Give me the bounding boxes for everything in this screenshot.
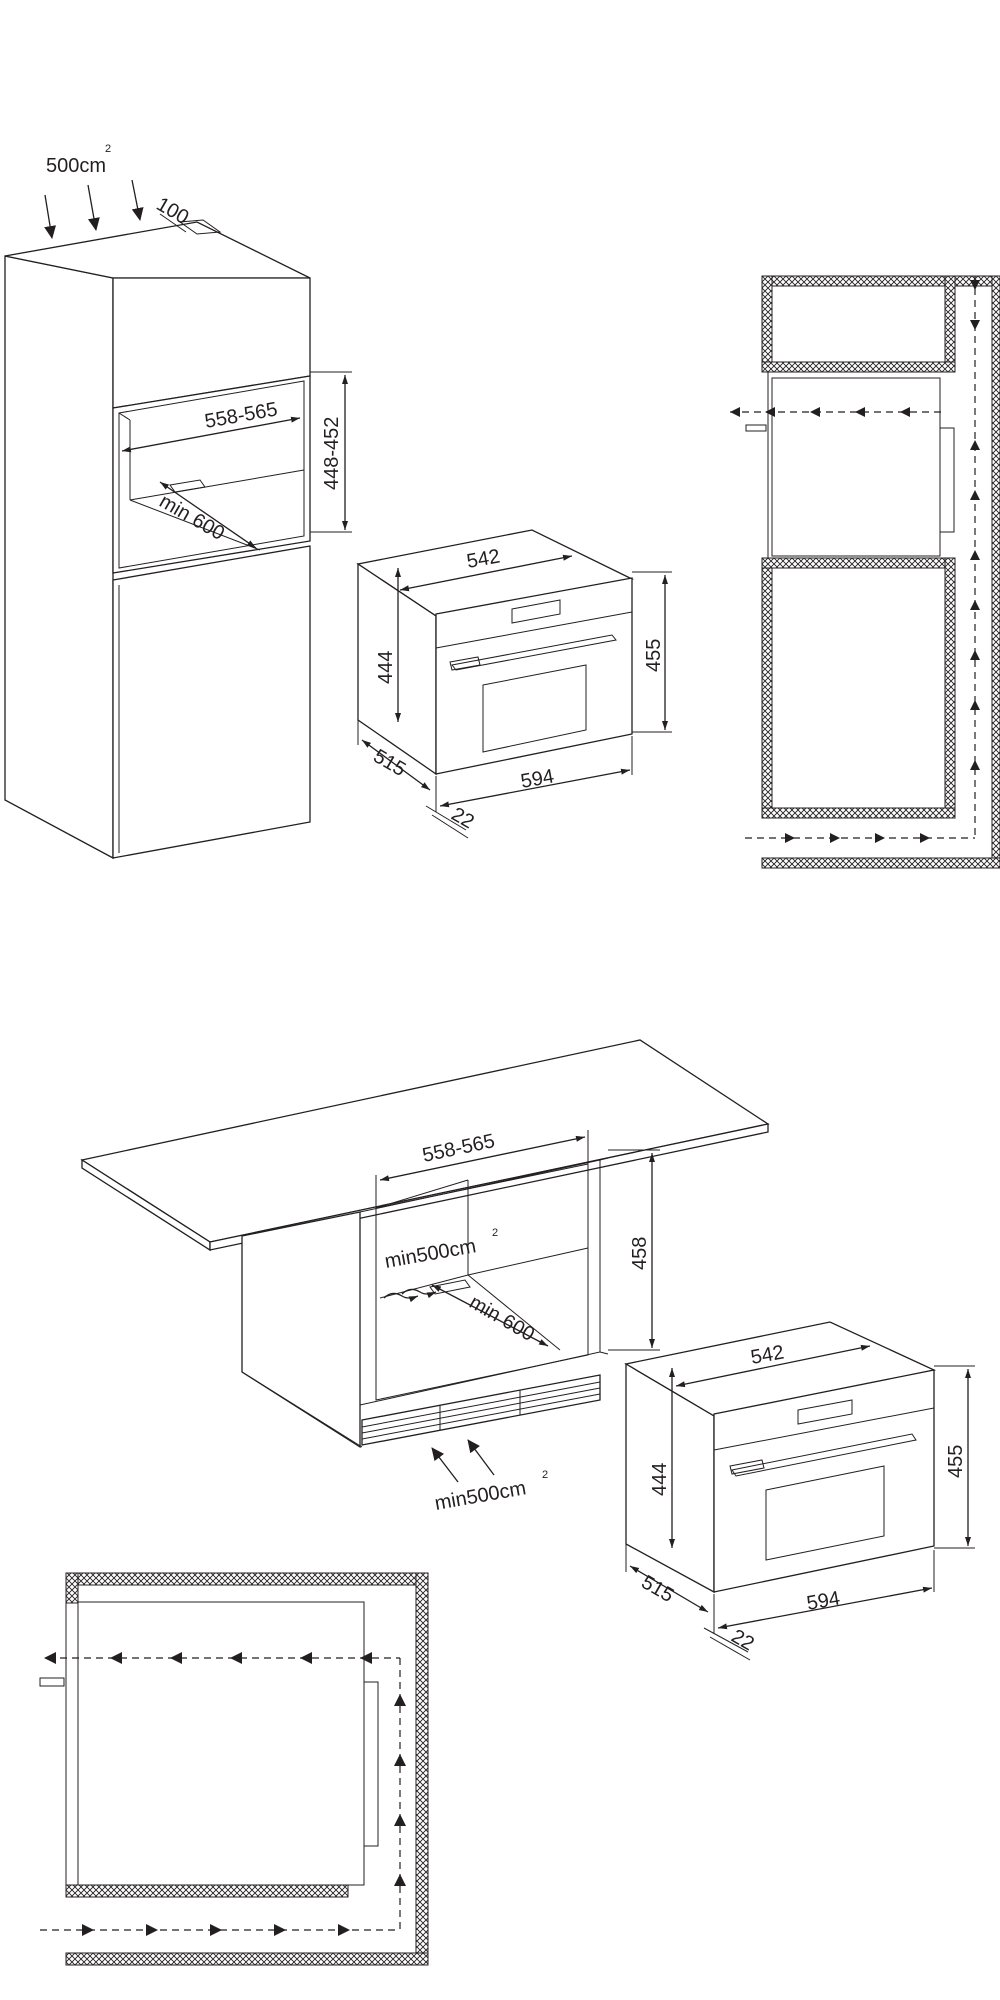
undercounter-niche-width-dimension bbox=[375, 1130, 589, 1208]
undercounter-top-vent-arrows bbox=[383, 1288, 437, 1303]
tall-section-view bbox=[730, 275, 1000, 869]
gap-dimension bbox=[159, 213, 187, 233]
vent-area-label: 500cm bbox=[46, 155, 106, 177]
undercounter-bottom-vent-arrows bbox=[431, 1439, 495, 1483]
oven-upper-front-thickness-dimension bbox=[425, 805, 469, 839]
oven-upper-width-front-dimension bbox=[435, 736, 633, 812]
oven-lower-depth-dimension bbox=[625, 1544, 709, 1613]
oven-lower-height-front-label: 455 bbox=[945, 1445, 967, 1478]
tall-section-airflow-arrows bbox=[730, 280, 980, 843]
undercounter-top-vent-sup: 2 bbox=[492, 1227, 498, 1239]
oven-upper-width-body-dimension bbox=[399, 554, 573, 592]
undercounter-niche-height-dimension bbox=[608, 1149, 660, 1351]
niche-depth-dimension bbox=[159, 481, 257, 549]
tall-cabinet bbox=[4, 219, 311, 860]
oven-lower-front-thickness-dimension bbox=[703, 1627, 751, 1661]
oven-lower-front-thickness-label: 22 bbox=[728, 1625, 758, 1655]
oven-upper-front-thickness-label: 22 bbox=[448, 803, 478, 833]
oven-lower-width-front-dimension bbox=[713, 1550, 935, 1634]
niche-width-dimension bbox=[121, 416, 301, 453]
oven-upper-height-front-dimension bbox=[632, 571, 672, 733]
oven-lower-width-front-label: 594 bbox=[805, 1587, 842, 1614]
niche-height-dimension bbox=[310, 371, 352, 533]
undercounter-bottom-vent-label: min500cm bbox=[433, 1477, 528, 1515]
oven-lower-height-front-dimension bbox=[934, 1365, 975, 1549]
oven-lower-height-body-label: 444 bbox=[649, 1463, 671, 1496]
vent-area-sup: 2 bbox=[105, 143, 111, 155]
tall-cabinet-vent-arrows bbox=[44, 179, 144, 239]
undercounter-niche-depth-label: min 600 bbox=[466, 1291, 539, 1346]
oven-upper-height-body-label: 444 bbox=[375, 651, 397, 684]
undercounter-niche-height-label: 458 bbox=[629, 1237, 651, 1270]
undercounter-section-view bbox=[39, 1572, 429, 1966]
niche-height-label: 448-452 bbox=[321, 417, 343, 490]
oven-lower-width-body-dimension bbox=[675, 1344, 871, 1388]
undercounter-section-airflow-arrows bbox=[44, 1652, 406, 1936]
undercounter-niche-depth-dimension bbox=[431, 1284, 549, 1347]
oven-upper-depth-dimension bbox=[357, 720, 431, 791]
oven-upper-height-front-label: 455 bbox=[643, 639, 665, 672]
undercounter-bottom-vent-sup: 2 bbox=[542, 1469, 548, 1481]
oven-upper-width-front-label: 594 bbox=[519, 765, 556, 792]
undercounter-top-vent-label: min500cm bbox=[383, 1235, 478, 1273]
oven-lower-depth-label: 515 bbox=[638, 1571, 678, 1607]
